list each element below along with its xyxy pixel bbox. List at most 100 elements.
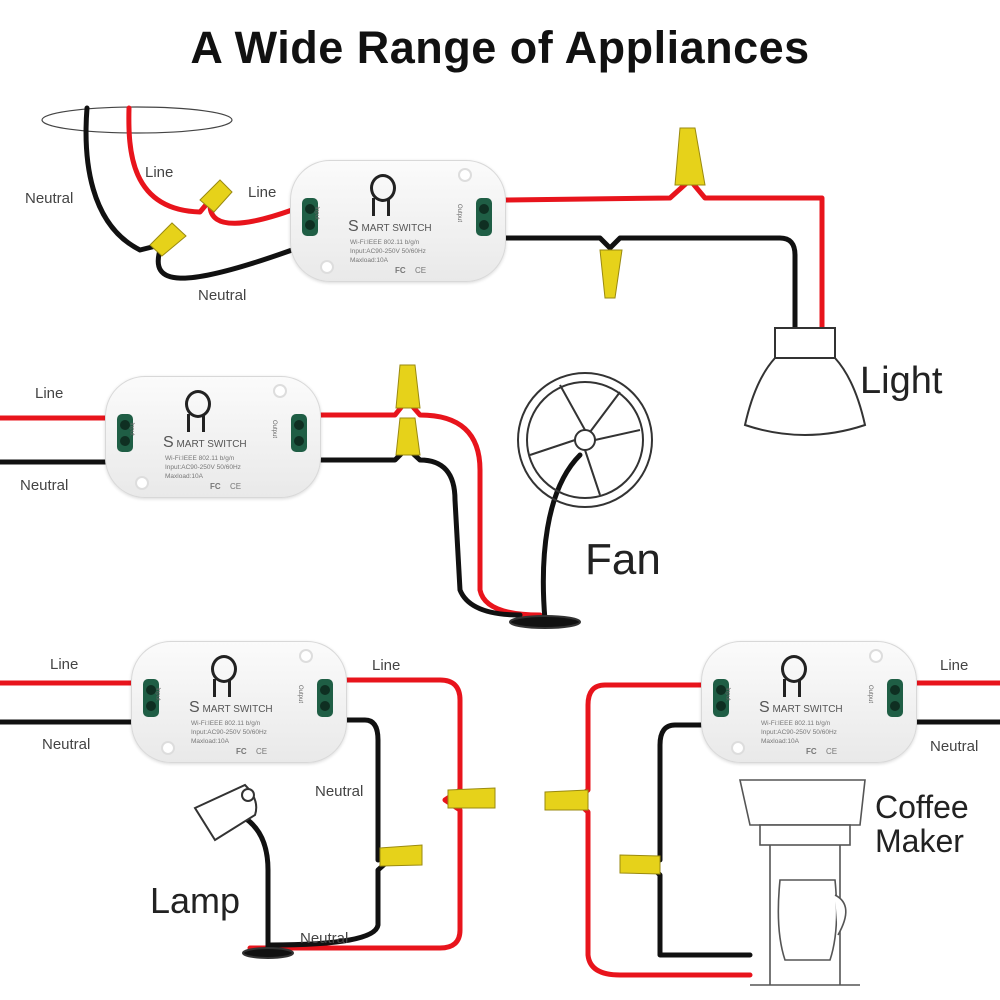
switch-brand: S MART SWITCH	[348, 218, 432, 236]
lamp-icon	[193, 783, 294, 959]
brand-rest: MART SWITCH	[176, 439, 247, 450]
input-label: Input	[724, 687, 731, 701]
loop-stem	[387, 198, 390, 216]
appliance-label-light: Light	[860, 360, 943, 402]
loop-stem	[187, 414, 190, 432]
wire-nut	[149, 222, 187, 257]
wire-nut	[599, 249, 623, 299]
brand-rest: MART SWITCH	[202, 704, 273, 715]
wire-nut	[674, 127, 706, 186]
brand-rest: MART SWITCH	[772, 704, 843, 715]
input-terminal	[713, 679, 729, 717]
input-label: Input	[128, 422, 135, 436]
loop-stem	[798, 679, 801, 697]
appliance-label-coffee-maker: Coffee Maker	[875, 790, 969, 858]
line-label: Line	[372, 657, 401, 674]
wire-nut	[447, 787, 496, 809]
fc-mark: FC	[806, 747, 817, 756]
output-terminal	[887, 679, 903, 717]
input-terminal	[302, 198, 318, 236]
output-terminal	[291, 414, 307, 452]
line-wire	[207, 202, 295, 226]
spec-line: Maxload:10A	[350, 257, 388, 264]
neutral-label: Neutral	[315, 783, 364, 800]
mounting-hole	[869, 649, 883, 663]
line-label: Line	[940, 657, 969, 674]
output-label: Output	[867, 684, 874, 704]
loop-stem	[228, 679, 231, 697]
brand-initial: S	[163, 434, 174, 451]
status-led-loop	[781, 655, 807, 683]
line-wire	[315, 397, 543, 618]
output-label: Output	[297, 684, 304, 704]
neutral-label: Neutral	[25, 190, 74, 207]
appliance-label-lamp: Lamp	[150, 880, 241, 921]
output-terminal	[317, 679, 333, 717]
loop-stem	[202, 414, 205, 432]
brand-rest: MART SWITCH	[361, 223, 432, 234]
output-label: Output	[271, 419, 278, 439]
line-label: Line	[248, 184, 277, 201]
status-led-loop	[370, 174, 396, 202]
fc-mark: FC	[395, 266, 406, 275]
brand-initial: S	[348, 218, 359, 235]
ce-mark: CE	[415, 266, 427, 275]
neutral-label: Neutral	[930, 738, 979, 755]
ceiling-box	[41, 106, 233, 134]
wire-nut	[379, 844, 423, 867]
smart-switch: Input Output S MART SWITCH Wi-Fi:IEEE 80…	[105, 376, 321, 498]
fc-mark: FC	[236, 747, 247, 756]
spec-line: Input:AC90-250V 50/60Hz	[165, 464, 241, 471]
output-label: Output	[456, 203, 463, 223]
mounting-hole	[731, 741, 745, 755]
ce-mark: CE	[826, 747, 838, 756]
neutral-wire	[315, 445, 523, 618]
status-led-loop	[211, 655, 237, 683]
brand-initial: S	[189, 699, 200, 716]
wire-nut	[619, 854, 661, 875]
line-wire	[247, 677, 463, 951]
appliance-label-line1: Coffee	[875, 789, 969, 825]
spec-line: Wi-Fi:IEEE 802.11 b/g/n	[191, 720, 261, 727]
mounting-hole	[273, 384, 287, 398]
loop-stem	[372, 198, 375, 216]
smart-switch: Input Output S MART SWITCH Wi-Fi:IEEE 80…	[131, 641, 347, 763]
mounting-hole	[161, 741, 175, 755]
switch-brand: S MART SWITCH	[163, 434, 247, 452]
line-wire	[126, 105, 213, 215]
appliance-label-fan: Fan	[585, 535, 661, 584]
spec-line: Maxload:10A	[165, 473, 203, 480]
wire-nut	[544, 789, 589, 811]
spec-line: Maxload:10A	[761, 738, 799, 745]
neutral-wire	[83, 105, 163, 253]
wire-nut	[395, 364, 421, 409]
wire-nut	[199, 179, 233, 213]
mounting-hole	[299, 649, 313, 663]
fan-cord	[540, 452, 583, 623]
spec-line: Wi-Fi:IEEE 802.11 b/g/n	[165, 455, 235, 462]
fan-icon	[509, 372, 653, 629]
neutral-wire	[155, 247, 295, 281]
appliance-label-line2: Maker	[875, 823, 964, 859]
ce-mark: CE	[230, 482, 242, 491]
loop-stem	[213, 679, 216, 697]
neutral-wire	[502, 235, 798, 338]
switch-brand: S MART SWITCH	[759, 699, 843, 717]
spec-line: Wi-Fi:IEEE 802.11 b/g/n	[350, 239, 420, 246]
neutral-wire	[267, 717, 398, 948]
lamp-cord	[237, 812, 271, 953]
switch-brand: S MART SWITCH	[189, 699, 273, 717]
page-title: A Wide Range of Appliances	[190, 22, 810, 73]
ce-mark: CE	[256, 747, 268, 756]
spec-line: Wi-Fi:IEEE 802.11 b/g/n	[761, 720, 831, 727]
line-wire	[502, 177, 825, 338]
spec-line: Input:AC90-250V 50/60Hz	[191, 729, 267, 736]
light-fixture-icon	[743, 327, 867, 436]
line-label: Line	[50, 656, 79, 673]
coffee-maker-icon	[739, 779, 866, 986]
fc-mark: FC	[210, 482, 221, 491]
loop-stem	[783, 679, 786, 697]
status-led-loop	[185, 390, 211, 418]
input-terminal	[117, 414, 133, 452]
brand-initial: S	[759, 699, 770, 716]
